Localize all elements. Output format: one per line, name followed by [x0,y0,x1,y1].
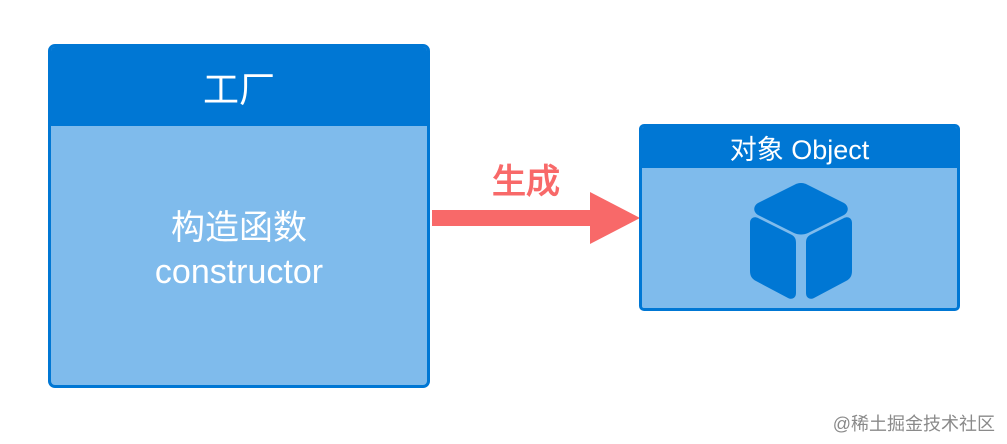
object-title: 对象 Object [729,135,870,165]
object-box: 对象 Object [639,124,960,311]
factory-body-line1: 构造函数 [171,209,307,247]
factory-body: 构造函数 constructor [51,126,427,385]
factory-box: 工厂 构造函数 constructor [48,44,430,388]
factory-header: 工厂 [51,47,427,126]
factory-title: 工厂 [202,68,275,110]
factory-body-line2: constructor [154,253,324,291]
object-header: 对象 Object [642,127,957,168]
cube-icon [750,183,852,299]
arrow-right-icon [432,192,640,244]
watermark: @稀土掘金技术社区 [832,414,995,434]
arrow-label: 生成 [492,163,560,201]
